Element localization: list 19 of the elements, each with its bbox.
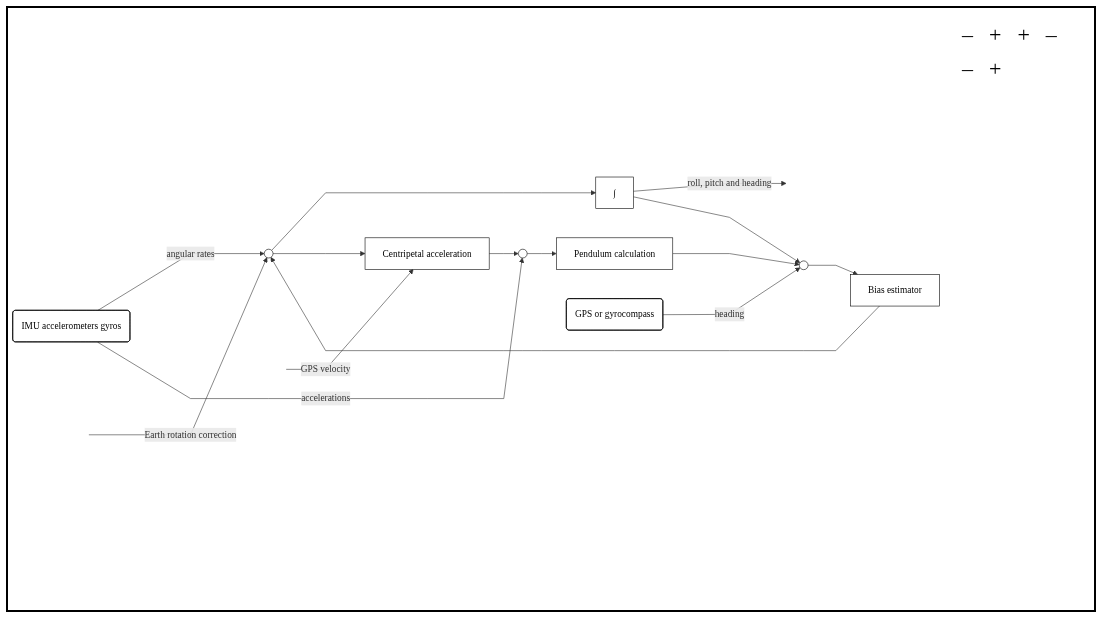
sign-label: –	[1045, 22, 1057, 48]
edge-label: heading	[714, 309, 745, 319]
sign-label: –	[962, 56, 973, 82]
node-box: Pendulum calculation	[556, 237, 674, 270]
edge-label: accelerations	[301, 393, 351, 404]
node-circle	[263, 248, 274, 259]
edge-label: angular rates	[166, 248, 215, 259]
sign-label: +	[989, 56, 1002, 82]
edge-label: GPS velocity	[300, 363, 351, 374]
node-circle	[518, 248, 528, 259]
sign-label: –	[962, 22, 973, 48]
edge-label: roll, pitch and heading	[687, 178, 772, 188]
node-box: Centripetal acceleration	[364, 237, 490, 270]
node-box: Bias estimator	[850, 274, 940, 307]
sign-label: +	[989, 22, 1002, 48]
sign-label: +	[1017, 22, 1030, 48]
node-circle	[799, 260, 809, 270]
edge-label: Earth rotation correction	[144, 429, 237, 440]
node-box: ∫	[595, 176, 634, 209]
